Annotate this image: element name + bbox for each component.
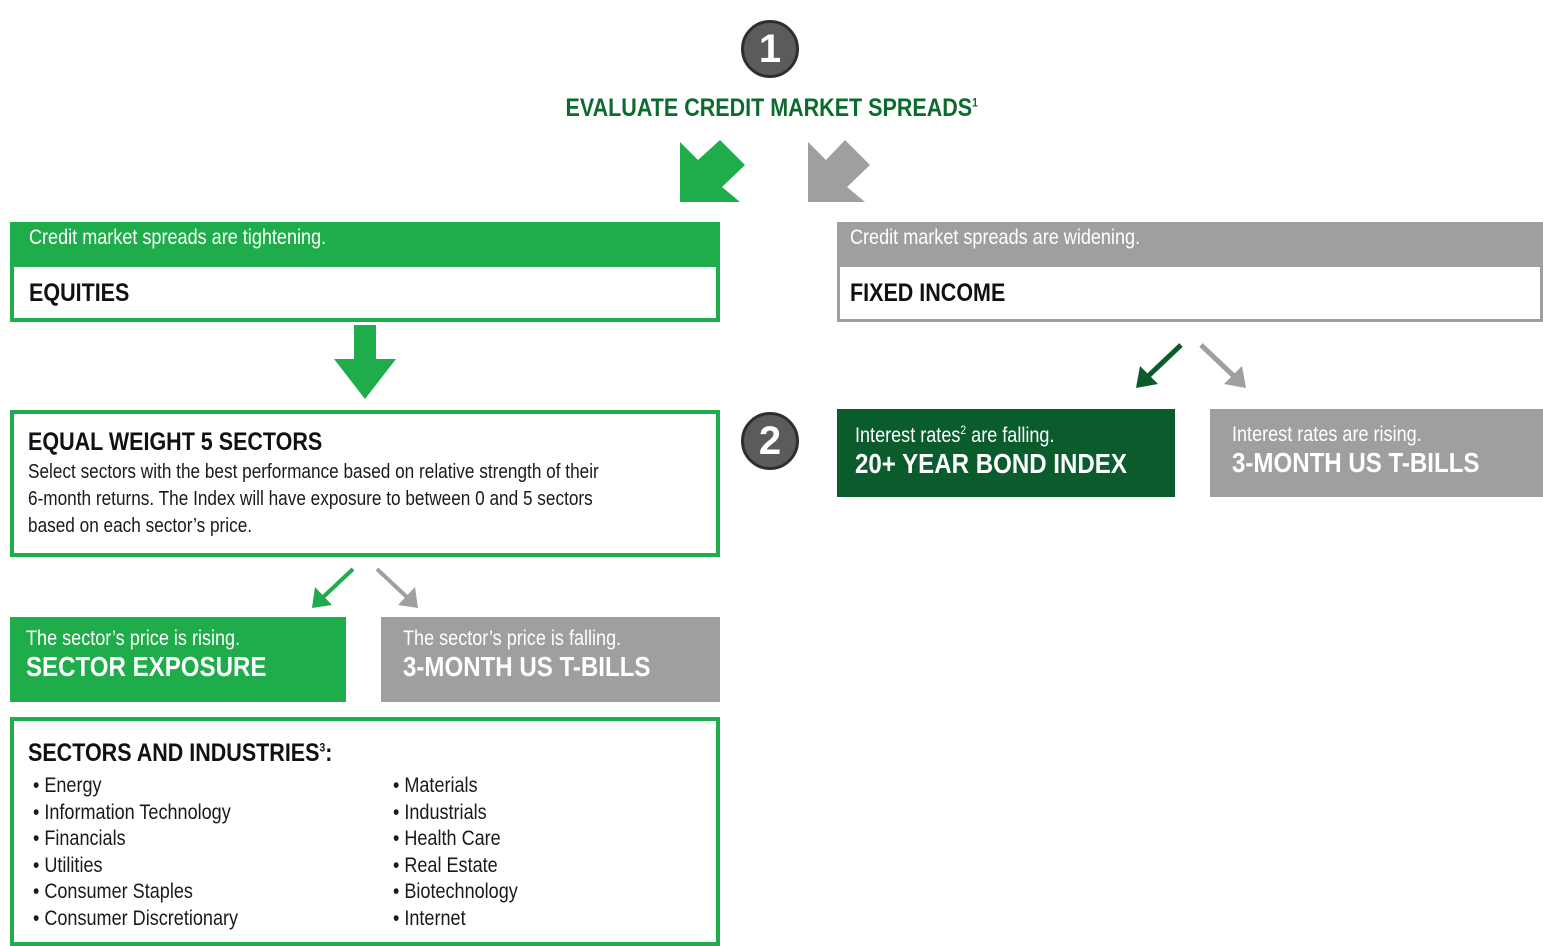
sectors-box: SECTORS AND INDUSTRIES3: • Energy • Info…: [10, 717, 720, 946]
t-bills-label: 3-MONTH US T-BILLS: [1232, 447, 1480, 478]
sector-falling-condition: The sector’s price is falling.: [403, 627, 622, 650]
equal-weight-line-2: 6-month returns. The Index will have exp…: [28, 488, 593, 510]
list-item: • Consumer Discretionary: [33, 906, 239, 930]
sector-rising-box: The sector’s price is rising. SECTOR EXP…: [10, 617, 346, 702]
list-item: • Internet: [393, 906, 466, 930]
equal-weight-box: EQUAL WEIGHT 5 SECTORS Select sectors wi…: [10, 410, 720, 557]
step-1-number: 1: [758, 26, 782, 71]
sectors-title: SECTORS AND INDUSTRIES3:: [28, 739, 333, 767]
step-2-circle: 2: [741, 412, 799, 470]
down-right-arrow-icon: [808, 140, 870, 202]
list-item: • Financials: [33, 827, 126, 850]
list-item: • Health Care: [393, 827, 501, 850]
down-right-arrow-icon: [374, 566, 420, 610]
rates-rising-box: Interest rates are rising. 3-MONTH US T-…: [1210, 409, 1543, 497]
step-1-title: EVALUATE CREDIT MARKET SPREADS1: [565, 94, 979, 122]
equities-label: EQUITIES: [29, 279, 130, 307]
down-left-arrow-icon: [680, 140, 745, 202]
list-item: • Industrials: [393, 800, 487, 824]
list-item: • Utilities: [33, 853, 103, 877]
rates-falling-box: Interest rates2 are falling. 20+ YEAR BO…: [837, 409, 1175, 497]
equal-weight-line-3: based on each sector’s price.: [28, 515, 253, 537]
list-item: • Information Technology: [33, 800, 231, 824]
fixed-income-box: Credit market spreads are widening. FIXE…: [837, 222, 1543, 322]
fixed-income-condition-header: Credit market spreads are widening.: [837, 222, 1543, 267]
list-item: • Energy: [33, 774, 102, 797]
bond-index-label: 20+ YEAR BOND INDEX: [855, 448, 1127, 479]
fixed-income-label: FIXED INCOME: [850, 279, 1006, 307]
equal-weight-title: EQUAL WEIGHT 5 SECTORS: [28, 428, 323, 456]
equal-weight-line-1: Select sectors with the best performance…: [28, 461, 599, 483]
list-item: • Real Estate: [393, 853, 498, 877]
equities-box: Credit market spreads are tightening. EQ…: [10, 222, 720, 322]
list-item: • Materials: [393, 774, 478, 797]
sector-t-bills-label: 3-MONTH US T-BILLS: [403, 651, 651, 682]
equities-condition-header: Credit market spreads are tightening.: [10, 222, 720, 267]
sectors-column-2: • Materials • Industrials • Health Care …: [393, 773, 538, 932]
rates-rising-condition: Interest rates are rising.: [1232, 423, 1422, 446]
down-arrow-icon: [334, 325, 396, 399]
down-right-arrow-icon: [1198, 342, 1248, 390]
sector-exposure-label: SECTOR EXPOSURE: [26, 651, 267, 682]
down-left-arrow-icon: [310, 566, 356, 610]
step-1-circle: 1: [741, 20, 799, 78]
list-item: • Biotechnology: [393, 880, 518, 903]
sectors-column-1: • Energy • Information Technology • Fina…: [33, 773, 271, 932]
step-2-number: 2: [758, 418, 782, 463]
sector-rising-condition: The sector’s price is rising.: [26, 627, 241, 650]
list-item: • Consumer Staples: [33, 880, 193, 903]
sector-falling-box: The sector’s price is falling. 3-MONTH U…: [381, 617, 720, 702]
down-left-arrow-icon: [1134, 342, 1184, 390]
